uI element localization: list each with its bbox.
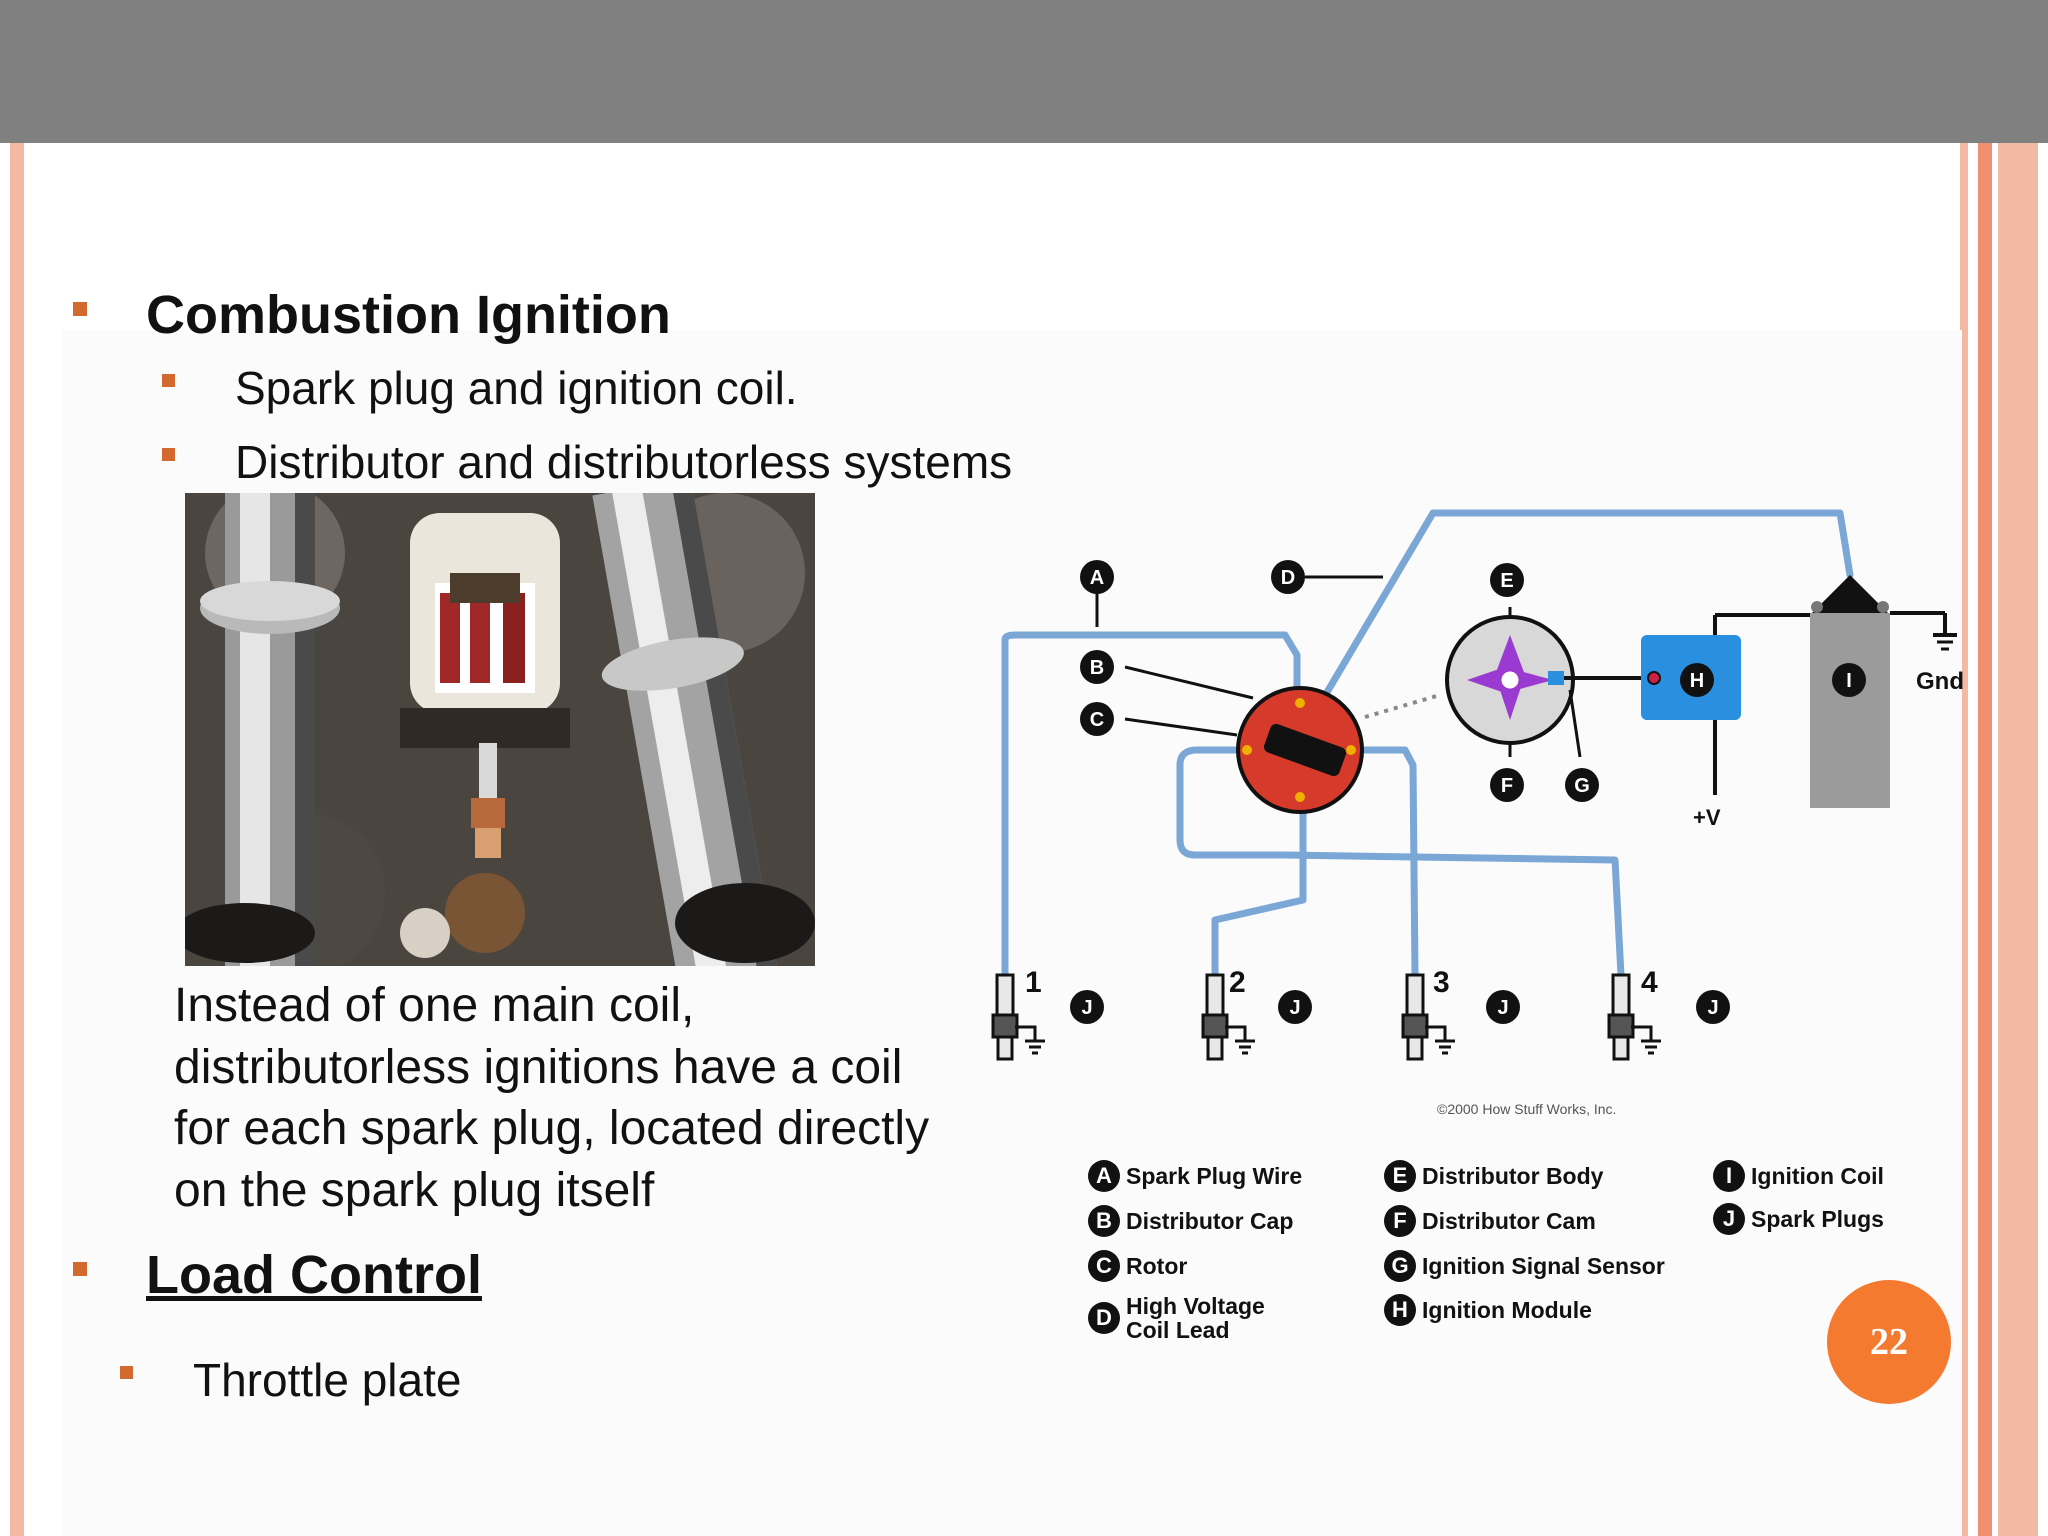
heading-combustion-ignition: Combustion Ignition <box>146 285 671 345</box>
bullet-throttle-plate: Throttle plate <box>193 1354 462 1406</box>
bullet-marker <box>162 448 175 461</box>
legend-label: Ignition Module <box>1422 1297 1592 1323</box>
page-number-badge: 22 <box>1827 1280 1951 1404</box>
marker-d: D <box>1281 567 1295 589</box>
legend-label: Distributor Cam <box>1422 1208 1596 1234</box>
bullet-marker <box>120 1366 133 1379</box>
legend-key: C <box>1088 1250 1120 1282</box>
legend-key: G <box>1384 1250 1416 1282</box>
legend-label: Spark Plug Wire <box>1126 1163 1303 1189</box>
marker-j-3: J <box>1497 997 1508 1019</box>
marker-c: C <box>1090 709 1104 731</box>
plug-number-4: 4 <box>1641 966 1658 999</box>
bullet-marker <box>73 1262 87 1276</box>
legend-key: D <box>1088 1302 1120 1334</box>
marker-h: H <box>1690 670 1704 692</box>
distributorless-description: Instead of one main coil, distributorles… <box>174 979 930 1217</box>
legend-key: F <box>1384 1205 1416 1237</box>
title-bar <box>0 0 2048 143</box>
legend-label: Distributor Cap <box>1126 1208 1294 1234</box>
marker-j-2: J <box>1289 997 1300 1019</box>
heading-load-control: Load Control <box>146 1245 482 1305</box>
legend-key: B <box>1088 1205 1120 1237</box>
plus-v-label: +V <box>1693 805 1721 830</box>
legend-label: Rotor <box>1126 1253 1188 1279</box>
bullet-marker <box>73 302 87 316</box>
marker-j-1: J <box>1081 997 1092 1019</box>
legend-key: J <box>1713 1203 1745 1235</box>
legend-key: I <box>1713 1160 1745 1192</box>
bullet-marker <box>162 374 175 387</box>
right-accent-stripe-2 <box>1978 143 1992 1536</box>
plug-number-3: 3 <box>1433 966 1450 999</box>
right-accent-stripe-3 <box>1998 143 2038 1536</box>
marker-j-4: J <box>1707 997 1718 1019</box>
plug-number-2: 2 <box>1229 966 1246 999</box>
bullet-spark-plug: Spark plug and ignition coil. <box>235 362 798 414</box>
marker-e: E <box>1500 570 1513 592</box>
marker-b: B <box>1090 657 1104 679</box>
legend-label: Spark Plugs <box>1751 1206 1884 1232</box>
marker-i: I <box>1846 670 1852 692</box>
left-accent-stripe <box>10 143 24 1536</box>
marker-f: F <box>1501 775 1513 797</box>
legend-key: H <box>1384 1294 1416 1326</box>
right-accent-stripe-1 <box>1960 143 1968 1536</box>
right-margin <box>2038 143 2048 1536</box>
ignition-system-diagram: A B C D E F G H I J J J J 1 2 3 4 Gnd +V… <box>985 495 1980 1340</box>
legend-label: Ignition Signal Sensor <box>1422 1253 1665 1279</box>
legend-label: Ignition Coil <box>1751 1163 1884 1189</box>
marker-a: A <box>1090 567 1104 589</box>
copyright-text: ©2000 How Stuff Works, Inc. <box>1437 1101 1616 1117</box>
engine-coil-photo <box>175 478 815 988</box>
legend-key: A <box>1088 1160 1120 1192</box>
bullet-distributor: Distributor and distributorless systems <box>235 436 1013 488</box>
gnd-label: Gnd <box>1916 668 1964 695</box>
legend-label: Distributor Body <box>1422 1163 1604 1189</box>
plug-number-1: 1 <box>1025 966 1042 999</box>
legend-label: High Voltage Coil Lead <box>1126 1293 1265 1343</box>
marker-g: G <box>1574 775 1590 797</box>
legend-key: E <box>1384 1160 1416 1192</box>
